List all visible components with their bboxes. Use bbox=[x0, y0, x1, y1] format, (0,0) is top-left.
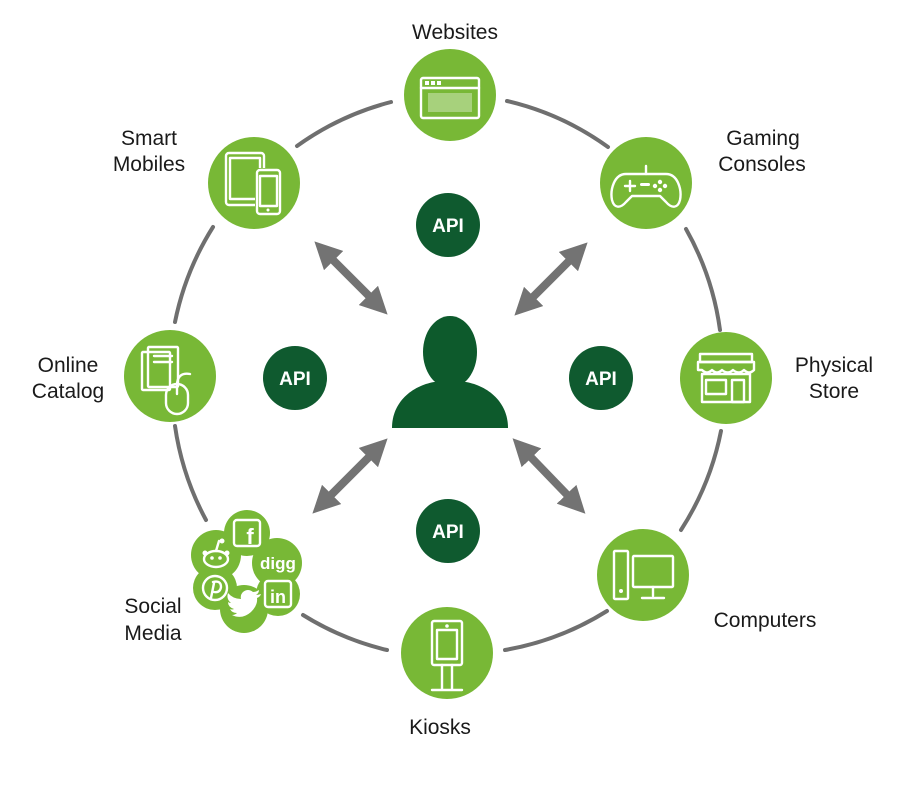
svg-text:Smart: Smart bbox=[121, 127, 177, 150]
arrow-lower-right bbox=[512, 438, 586, 514]
social-media-cluster-icon: f digg in bbox=[191, 510, 302, 633]
ring-arc bbox=[173, 424, 208, 522]
node-kiosks: Kiosks bbox=[401, 607, 493, 739]
tablet-phone-icon bbox=[224, 151, 282, 216]
browser-window-icon bbox=[419, 76, 481, 120]
pinterest-icon bbox=[201, 574, 229, 602]
svg-text:Social: Social bbox=[124, 595, 181, 618]
node-label-line: Kiosks bbox=[409, 716, 471, 739]
node-label-line: Media bbox=[124, 622, 182, 645]
node-label-line: Online bbox=[38, 354, 99, 377]
svg-text:Websites: Websites bbox=[412, 21, 498, 44]
node-label-line: Smart bbox=[121, 127, 177, 150]
node-label-line: Physical bbox=[795, 354, 873, 377]
user-silhouette-icon bbox=[392, 316, 508, 428]
api-badge-label: API bbox=[432, 216, 464, 237]
digg-wordmark: digg bbox=[260, 554, 296, 573]
game-controller-icon bbox=[610, 164, 682, 208]
facebook-icon: f bbox=[232, 518, 262, 549]
svg-text:Media: Media bbox=[124, 622, 182, 645]
ring-arc bbox=[679, 429, 723, 532]
api-badge-bottom: API bbox=[416, 499, 480, 563]
node-websites: Websites bbox=[404, 21, 498, 141]
api-badge-label: API bbox=[585, 369, 617, 390]
arrow-upper-left bbox=[314, 241, 388, 315]
svg-text:Catalog: Catalog bbox=[32, 380, 104, 403]
ring-arc bbox=[301, 613, 389, 652]
api-badge-label: API bbox=[279, 369, 311, 390]
twitter-icon bbox=[227, 590, 261, 617]
storefront-icon bbox=[696, 352, 756, 404]
svg-text:Computers: Computers bbox=[714, 609, 817, 632]
node-label-line: Catalog bbox=[32, 380, 104, 403]
svg-text:Consoles: Consoles bbox=[718, 153, 806, 176]
node-social-media: f digg in Social Media bbox=[124, 510, 302, 645]
reddit-icon bbox=[202, 538, 230, 569]
facebook-letter: f bbox=[246, 524, 254, 549]
svg-text:Online: Online bbox=[38, 354, 99, 377]
node-label-line: Store bbox=[809, 380, 859, 403]
arrows bbox=[312, 241, 588, 514]
node-online-catalog: Online Catalog bbox=[32, 330, 216, 422]
ring-arc bbox=[295, 100, 393, 148]
ring-arc bbox=[173, 225, 215, 324]
api-badge-left: API bbox=[263, 346, 327, 410]
api-badge-label: API bbox=[432, 522, 464, 543]
node-label-line: Mobiles bbox=[113, 153, 185, 176]
node-computers: Computers bbox=[597, 529, 816, 632]
linkedin-icon: in bbox=[263, 579, 293, 609]
svg-text:Mobiles: Mobiles bbox=[113, 153, 185, 176]
node-label-line: Gaming bbox=[726, 127, 800, 150]
svg-text:Store: Store bbox=[809, 380, 859, 403]
node-label-line: Computers bbox=[714, 609, 817, 632]
kiosk-icon bbox=[430, 619, 464, 692]
ring-arc bbox=[503, 609, 609, 652]
arrow-upper-right bbox=[514, 242, 588, 316]
svg-text:Physical: Physical bbox=[795, 354, 873, 377]
node-smart-mobiles: Smart Mobiles bbox=[113, 127, 300, 229]
node-label-line: Websites bbox=[412, 21, 498, 44]
node-physical-store: Physical Store bbox=[680, 332, 873, 424]
node-label-line: Social bbox=[124, 595, 181, 618]
ring-arc bbox=[684, 227, 722, 332]
ring-connector bbox=[173, 99, 723, 652]
node-label-line: Consoles bbox=[718, 153, 806, 176]
desktop-computer-icon bbox=[612, 549, 675, 601]
api-badge-top: API bbox=[416, 193, 480, 257]
node-gaming-consoles: Gaming Consoles bbox=[600, 127, 806, 229]
digg-icon: digg bbox=[260, 554, 296, 573]
ring-arc bbox=[505, 99, 610, 149]
svg-text:Gaming: Gaming bbox=[726, 127, 800, 150]
catalog-mouse-icon bbox=[140, 345, 192, 416]
arrow-lower-left bbox=[312, 438, 388, 514]
linkedin-letters: in bbox=[270, 587, 286, 607]
svg-text:Kiosks: Kiosks bbox=[409, 716, 471, 739]
api-badge-right: API bbox=[569, 346, 633, 410]
